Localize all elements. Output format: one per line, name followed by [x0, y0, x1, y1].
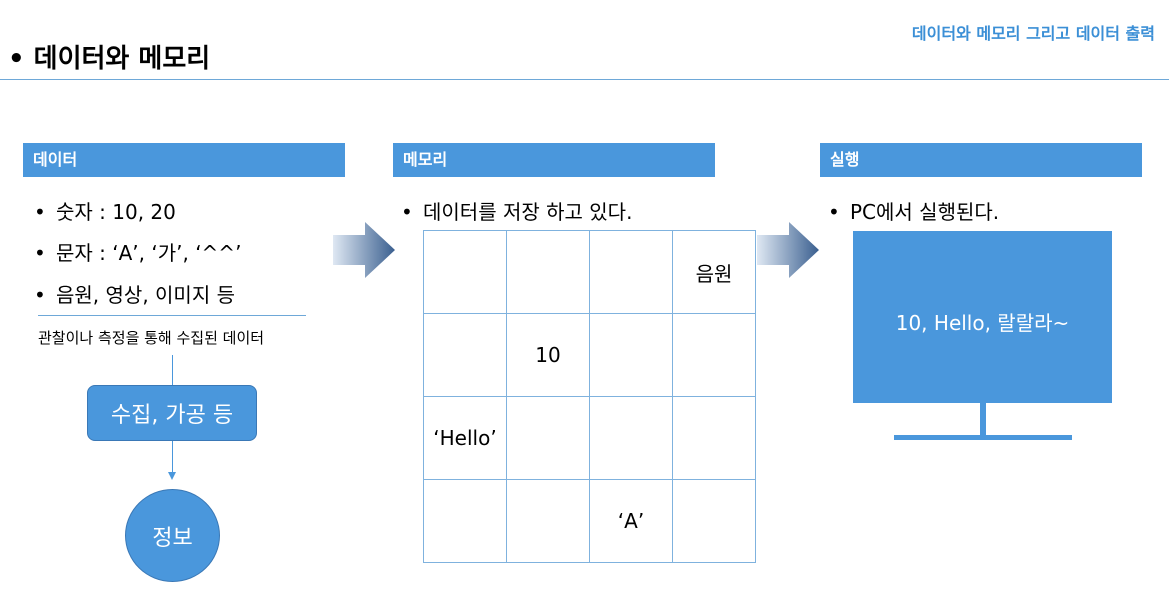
- memory-grid: 음원 10 ‘Hello’ ‘A’: [423, 230, 756, 563]
- bullet-run: •PC에서 실행된다.: [828, 200, 1000, 224]
- monitor-base: [894, 435, 1072, 440]
- memory-cell: [673, 314, 756, 397]
- data-caption: 관찰이나 측정을 통해 수집된 데이터: [38, 329, 265, 347]
- connector-line-top: [172, 355, 173, 385]
- memory-cell: [507, 397, 590, 480]
- monitor-stand: [980, 403, 986, 435]
- bullet-media-text: 음원, 영상, 이미지 등: [56, 283, 235, 307]
- page-title: • 데이터와 메모리: [8, 44, 211, 74]
- memory-cell: [590, 231, 673, 314]
- title-divider: [0, 79, 1169, 80]
- memory-cell: ‘A’: [590, 480, 673, 563]
- memory-cell: [507, 480, 590, 563]
- bullet-characters: •문자 : ‘A’, ‘가’, ‘^^’: [34, 241, 242, 265]
- section-header-memory: 메모리: [393, 143, 715, 177]
- bullet-numbers: •숫자 : 10, 20: [34, 200, 176, 224]
- process-box: 수집, 가공 등: [87, 385, 257, 441]
- chevron-arrow-right-icon: [333, 222, 395, 278]
- bullet-memory-text: 데이터를 저장 하고 있다.: [423, 200, 633, 224]
- memory-cell: [424, 314, 507, 397]
- bullet-numbers-text: 숫자 : 10, 20: [56, 200, 176, 224]
- chevron-arrow-right-icon: [757, 222, 819, 278]
- memory-cell: [590, 314, 673, 397]
- memory-cell: [673, 480, 756, 563]
- data-divider: [38, 315, 306, 316]
- connector-line-bottom: [172, 441, 173, 474]
- monitor-screen-text: 10, Hello, 랄랄라~: [895, 311, 1070, 335]
- memory-cell: [590, 397, 673, 480]
- bullet-media: •음원, 영상, 이미지 등: [34, 283, 235, 307]
- arrow-down-icon: [168, 472, 176, 480]
- result-circle: 정보: [125, 489, 220, 582]
- memory-cell: 10: [507, 314, 590, 397]
- bullet-memory: •데이터를 저장 하고 있다.: [401, 200, 633, 224]
- bullet-characters-text: 문자 : ‘A’, ‘가’, ‘^^’: [56, 241, 242, 265]
- section-header-data: 데이터: [23, 143, 345, 177]
- memory-cell: [507, 231, 590, 314]
- memory-cell: 음원: [673, 231, 756, 314]
- header-subtitle: 데이터와 메모리 그리고 데이터 출력: [911, 24, 1155, 43]
- memory-cell: ‘Hello’: [424, 397, 507, 480]
- memory-cell: [424, 480, 507, 563]
- bullet-run-text: PC에서 실행된다.: [850, 200, 1000, 224]
- memory-cell: [424, 231, 507, 314]
- memory-cell: [673, 397, 756, 480]
- section-header-run: 실행: [820, 143, 1142, 177]
- monitor-icon: 10, Hello, 랄랄라~: [853, 231, 1112, 403]
